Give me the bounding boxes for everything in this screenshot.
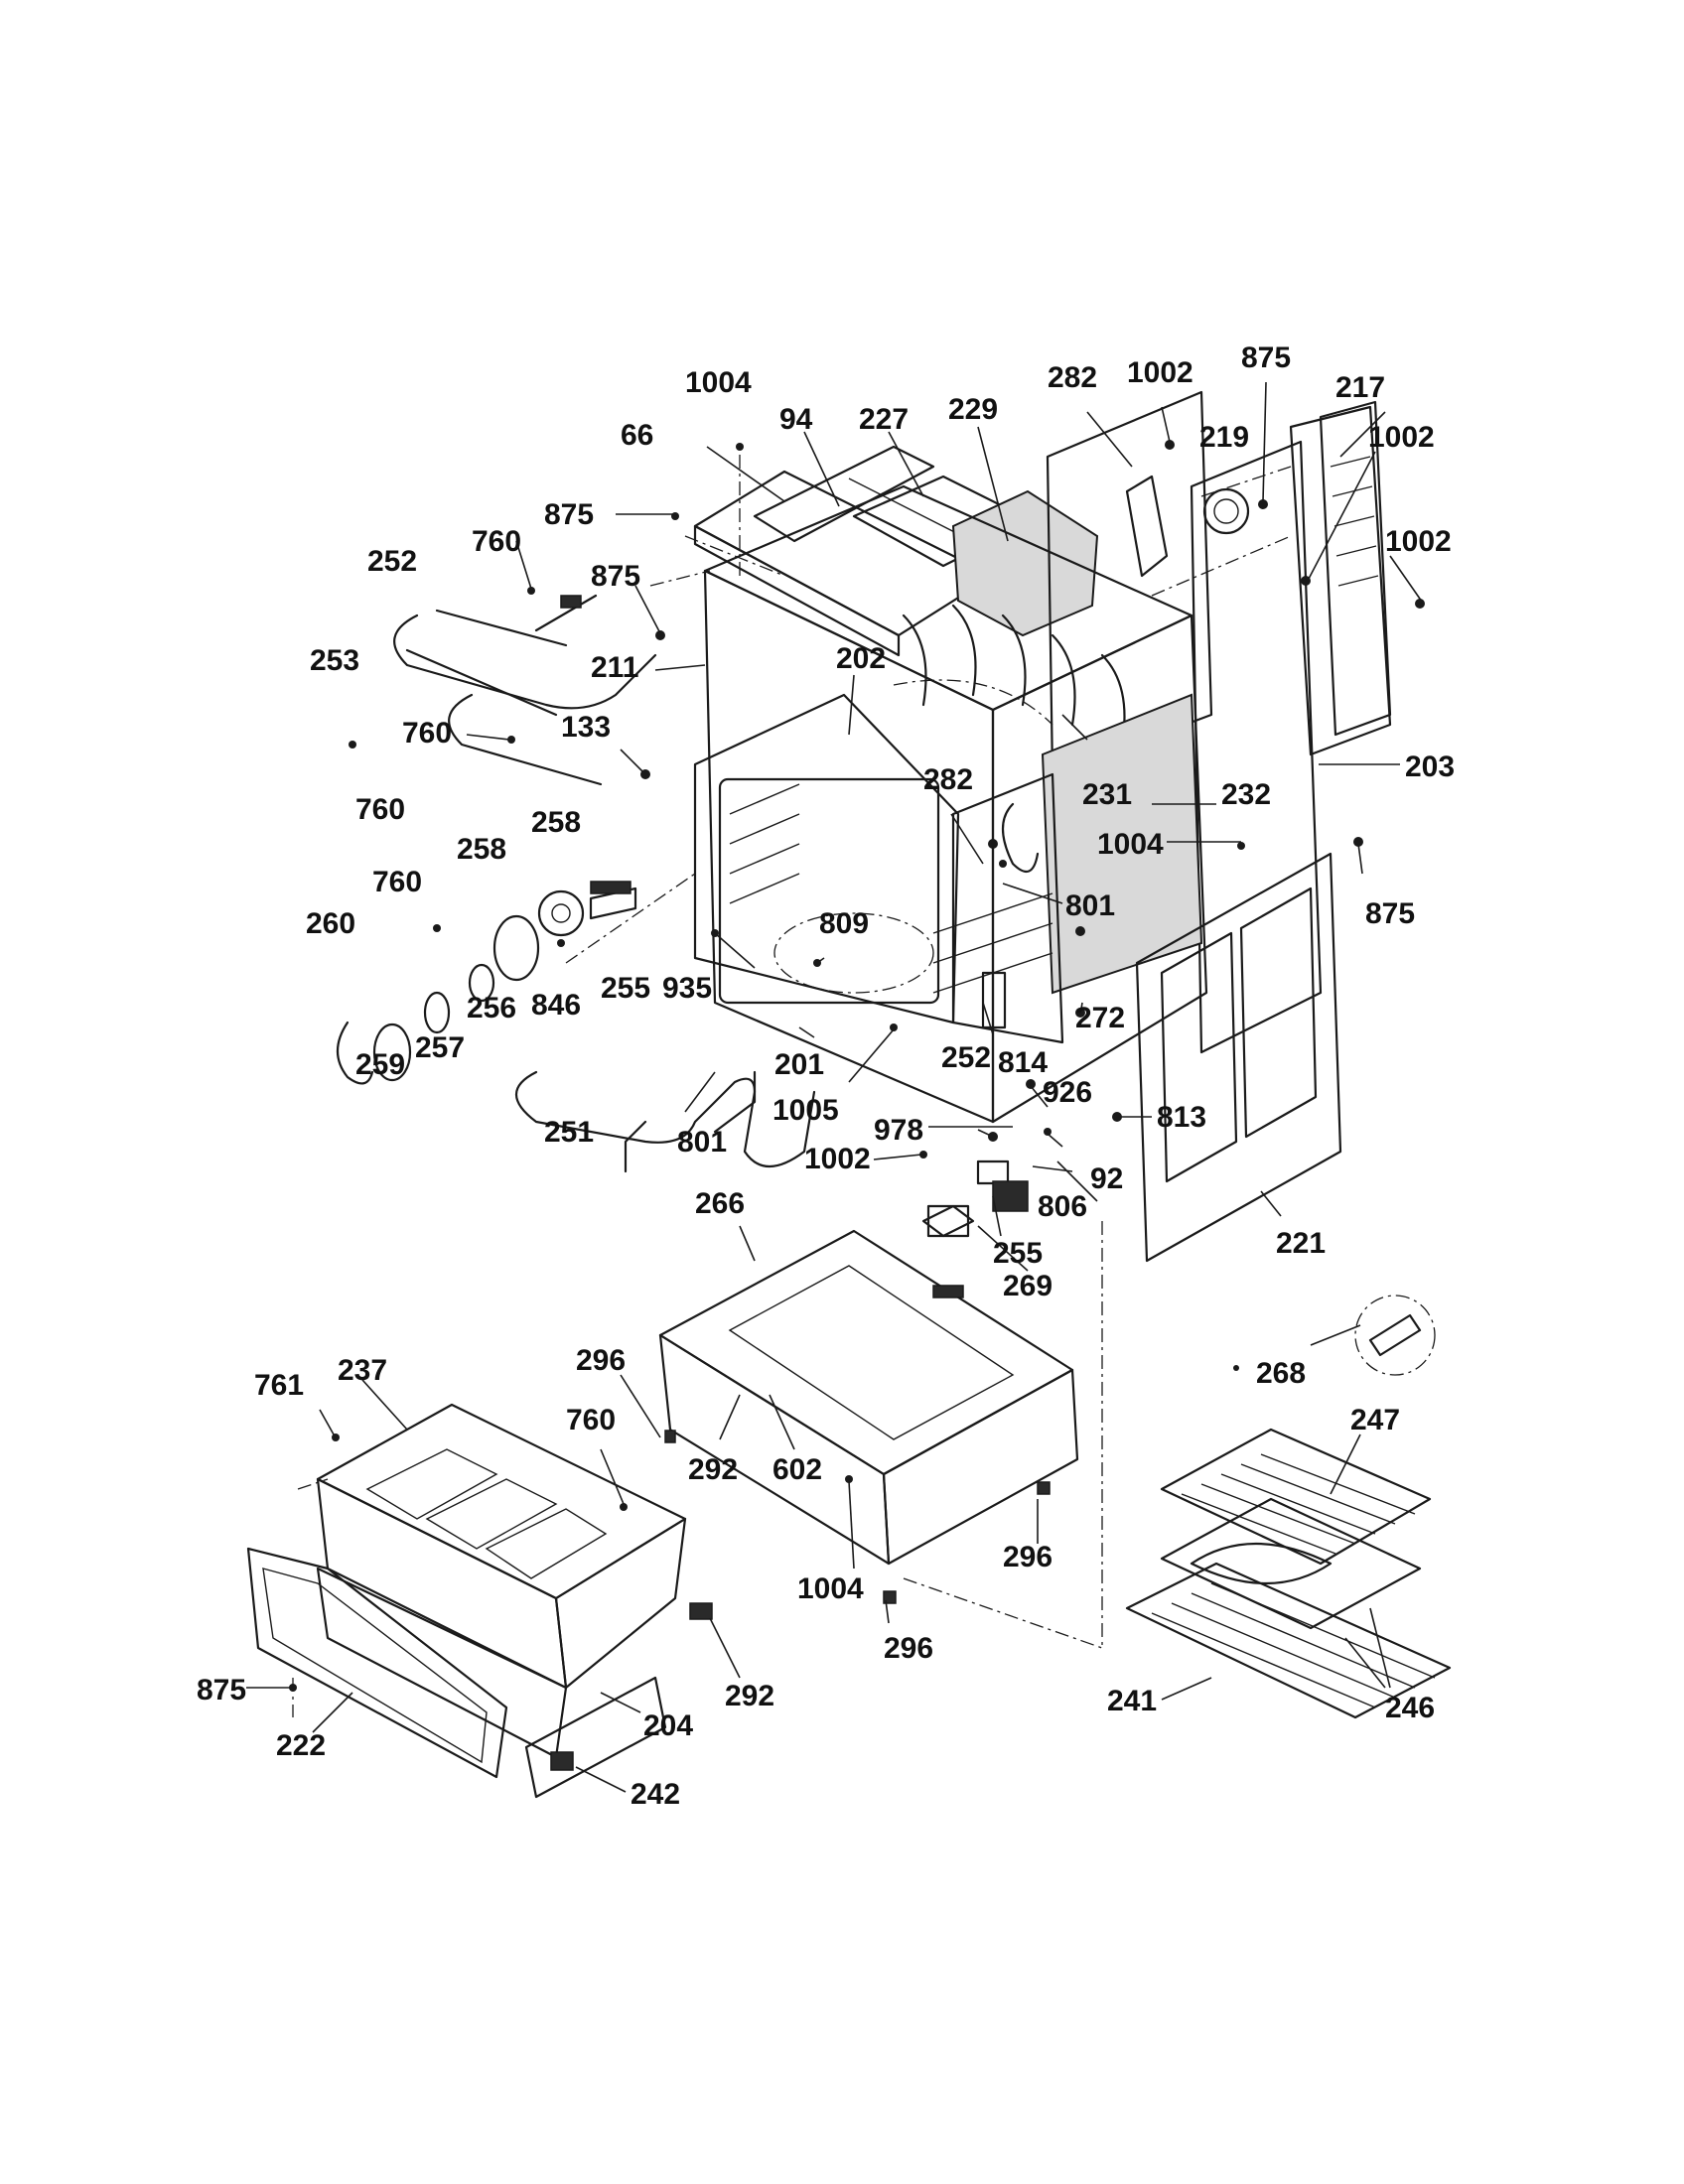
oven-door-221 [1135, 852, 1342, 1263]
fastener-dots [289, 440, 1425, 1692]
label-66: 66 [621, 419, 653, 452]
label-935: 935 [662, 972, 712, 1005]
label-602: 602 [772, 1453, 822, 1486]
label-255b: 255 [993, 1237, 1043, 1270]
detail-268 [1354, 1295, 1436, 1376]
hardware [590, 802, 1051, 1604]
label-760a: 760 [472, 525, 521, 558]
label-1002c: 1002 [1385, 525, 1452, 558]
label-875d: 875 [1365, 897, 1415, 930]
bake-element-251 [515, 1070, 816, 1173]
oven-body [703, 484, 1208, 1124]
label-292b: 292 [725, 1680, 774, 1712]
label-760c: 760 [355, 793, 405, 826]
label-926: 926 [1043, 1076, 1092, 1109]
label-242: 242 [631, 1778, 680, 1811]
label-1002d: 1002 [804, 1143, 871, 1175]
label-241: 241 [1107, 1685, 1157, 1717]
label-256: 256 [467, 992, 516, 1024]
label-211: 211 [591, 651, 638, 684]
label-296a: 296 [576, 1344, 626, 1377]
label-217: 217 [1335, 371, 1385, 404]
label-94: 94 [779, 403, 813, 436]
label-296c: 296 [884, 1632, 933, 1665]
leader-lines [246, 381, 1423, 1793]
drawer-support-266 [658, 1204, 1079, 1566]
part-labels: 1004 94 227 229 282 1002 875 217 66 219 … [197, 341, 1455, 1811]
label-202: 202 [836, 642, 886, 675]
label-282a: 282 [1048, 361, 1097, 394]
label-252b: 252 [941, 1041, 991, 1074]
label-296b: 296 [1003, 1541, 1052, 1573]
label-846: 846 [531, 989, 581, 1022]
label-259: 259 [355, 1048, 405, 1081]
label-266: 266 [695, 1187, 745, 1220]
label-801b: 801 [677, 1126, 727, 1159]
label-251: 251 [544, 1116, 594, 1149]
label-801a: 801 [1065, 889, 1115, 922]
label-269: 269 [1003, 1270, 1052, 1302]
label-760b: 760 [402, 717, 452, 750]
label-282b: 282 [923, 763, 973, 796]
label-806: 806 [1038, 1190, 1087, 1223]
label-875b: 875 [544, 498, 594, 531]
label-255a: 255 [601, 972, 650, 1005]
label-1004c: 1004 [797, 1572, 864, 1605]
label-1005: 1005 [772, 1094, 839, 1127]
drawing [246, 381, 1452, 1799]
broil-element-252 [393, 594, 657, 786]
label-814: 814 [998, 1046, 1048, 1079]
label-253: 253 [310, 644, 359, 677]
oven-liner-201 [693, 693, 1064, 1044]
label-761: 761 [254, 1369, 304, 1402]
label-809: 809 [819, 907, 869, 940]
label-201: 201 [774, 1048, 824, 1081]
label-246: 246 [1385, 1692, 1435, 1724]
label-229: 229 [948, 393, 998, 426]
label-219: 219 [1199, 421, 1249, 454]
label-257: 257 [415, 1031, 465, 1064]
label-760d: 760 [372, 866, 422, 898]
label-1002a: 1002 [1127, 356, 1193, 389]
label-978: 978 [874, 1114, 923, 1147]
broiler-pan-racks [1125, 1428, 1452, 1719]
label-133: 133 [561, 711, 611, 744]
label-237: 237 [338, 1354, 387, 1387]
label-252a: 252 [367, 545, 417, 578]
label-875c: 875 [591, 560, 640, 593]
label-204: 204 [643, 1709, 693, 1742]
label-227: 227 [859, 403, 909, 436]
label-221: 221 [1276, 1227, 1326, 1260]
side-panel-217 [1289, 400, 1392, 756]
label-92: 92 [1090, 1162, 1123, 1195]
label-272: 272 [1075, 1002, 1125, 1034]
label-258b: 258 [457, 833, 506, 866]
label-1002b: 1002 [1368, 421, 1435, 454]
label-875e: 875 [197, 1674, 246, 1706]
label-232: 232 [1221, 778, 1271, 811]
label-760e: 760 [566, 1404, 616, 1436]
label-1004a: 1004 [685, 366, 752, 399]
label-260: 260 [306, 907, 355, 940]
label-247: 247 [1350, 1404, 1400, 1436]
label-1004b: 1004 [1097, 828, 1164, 861]
label-813: 813 [1157, 1101, 1206, 1134]
drawer-assembly [246, 1403, 713, 1799]
assembly-lines [292, 455, 1292, 1717]
label-258a: 258 [531, 806, 581, 839]
label-875a: 875 [1241, 341, 1291, 374]
label-268: 268 [1256, 1357, 1306, 1390]
label-222: 222 [276, 1729, 326, 1762]
label-292a: 292 [688, 1453, 738, 1486]
label-203: 203 [1405, 751, 1455, 783]
insulation-229 [951, 489, 1099, 637]
label-231: 231 [1082, 778, 1132, 811]
